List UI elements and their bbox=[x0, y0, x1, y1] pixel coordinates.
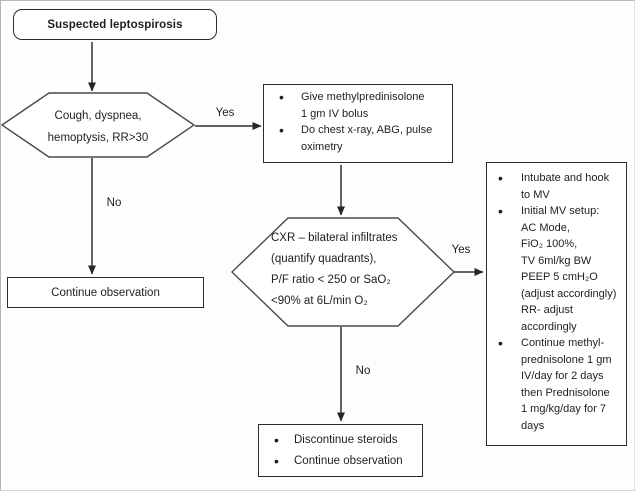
node-start: Suspected leptospirosis bbox=[13, 9, 217, 40]
list-item: Discontinue steroids bbox=[274, 430, 422, 451]
decision-cxr-line4: <90% at 6L/min O₂ bbox=[271, 295, 368, 307]
list-item: Give methylpredinisolone 1 gm IV bolus bbox=[279, 89, 450, 122]
decision-symptoms-line1: Cough, dyspnea, bbox=[54, 110, 142, 122]
decision-cxr-line2: (quantify quadrants), bbox=[271, 253, 377, 265]
list-item: Continue observation bbox=[274, 451, 422, 472]
node-stop-steroids: Discontinue steroids Continue observatio… bbox=[258, 424, 423, 477]
node-mv-management: Intubate and hook to MV Initial MV setup… bbox=[486, 162, 627, 446]
edge-label-symptoms-yes: Yes bbox=[215, 107, 235, 119]
list-item: Intubate and hook to MV bbox=[498, 170, 624, 203]
node-decision-symptoms-label: Cough, dyspnea, hemoptysis, RR>30 bbox=[18, 105, 178, 149]
initial-treatment-list: Give methylpredinisolone 1 gm IV bolus D… bbox=[264, 89, 452, 155]
stop-steroids-list: Discontinue steroids Continue observatio… bbox=[259, 430, 422, 472]
hexagon-decision-symptoms bbox=[1, 92, 196, 158]
mv-management-list: Intubate and hook to MV Initial MV setup… bbox=[487, 170, 626, 434]
decision-cxr-line1: CXR – bilateral infiltrates bbox=[271, 232, 398, 244]
node-continue-observation: Continue observation bbox=[7, 277, 204, 308]
edge-label-cxr-no: No bbox=[355, 365, 371, 377]
node-decision-cxr-label: CXR – bilateral infiltrates (quantify qu… bbox=[271, 228, 446, 312]
continue-observation-label: Continue observation bbox=[51, 286, 160, 299]
list-item: Continue methyl- prednisolone 1 gm IV/da… bbox=[498, 335, 624, 434]
decision-symptoms-line2: hemoptysis, RR>30 bbox=[47, 132, 149, 144]
edge-label-symptoms-no: No bbox=[106, 197, 122, 209]
edge-label-cxr-yes: Yes bbox=[451, 244, 471, 256]
list-item: Do chest x-ray, ABG, pulse oximetry bbox=[279, 122, 450, 155]
decision-cxr-line3: P/F ratio < 250 or SaO₂ bbox=[271, 274, 391, 286]
node-initial-treatment: Give methylpredinisolone 1 gm IV bolus D… bbox=[263, 84, 453, 163]
list-item: Initial MV setup: AC Mode, FiO₂ 100%, TV… bbox=[498, 203, 624, 335]
node-start-label: Suspected leptospirosis bbox=[47, 18, 183, 31]
